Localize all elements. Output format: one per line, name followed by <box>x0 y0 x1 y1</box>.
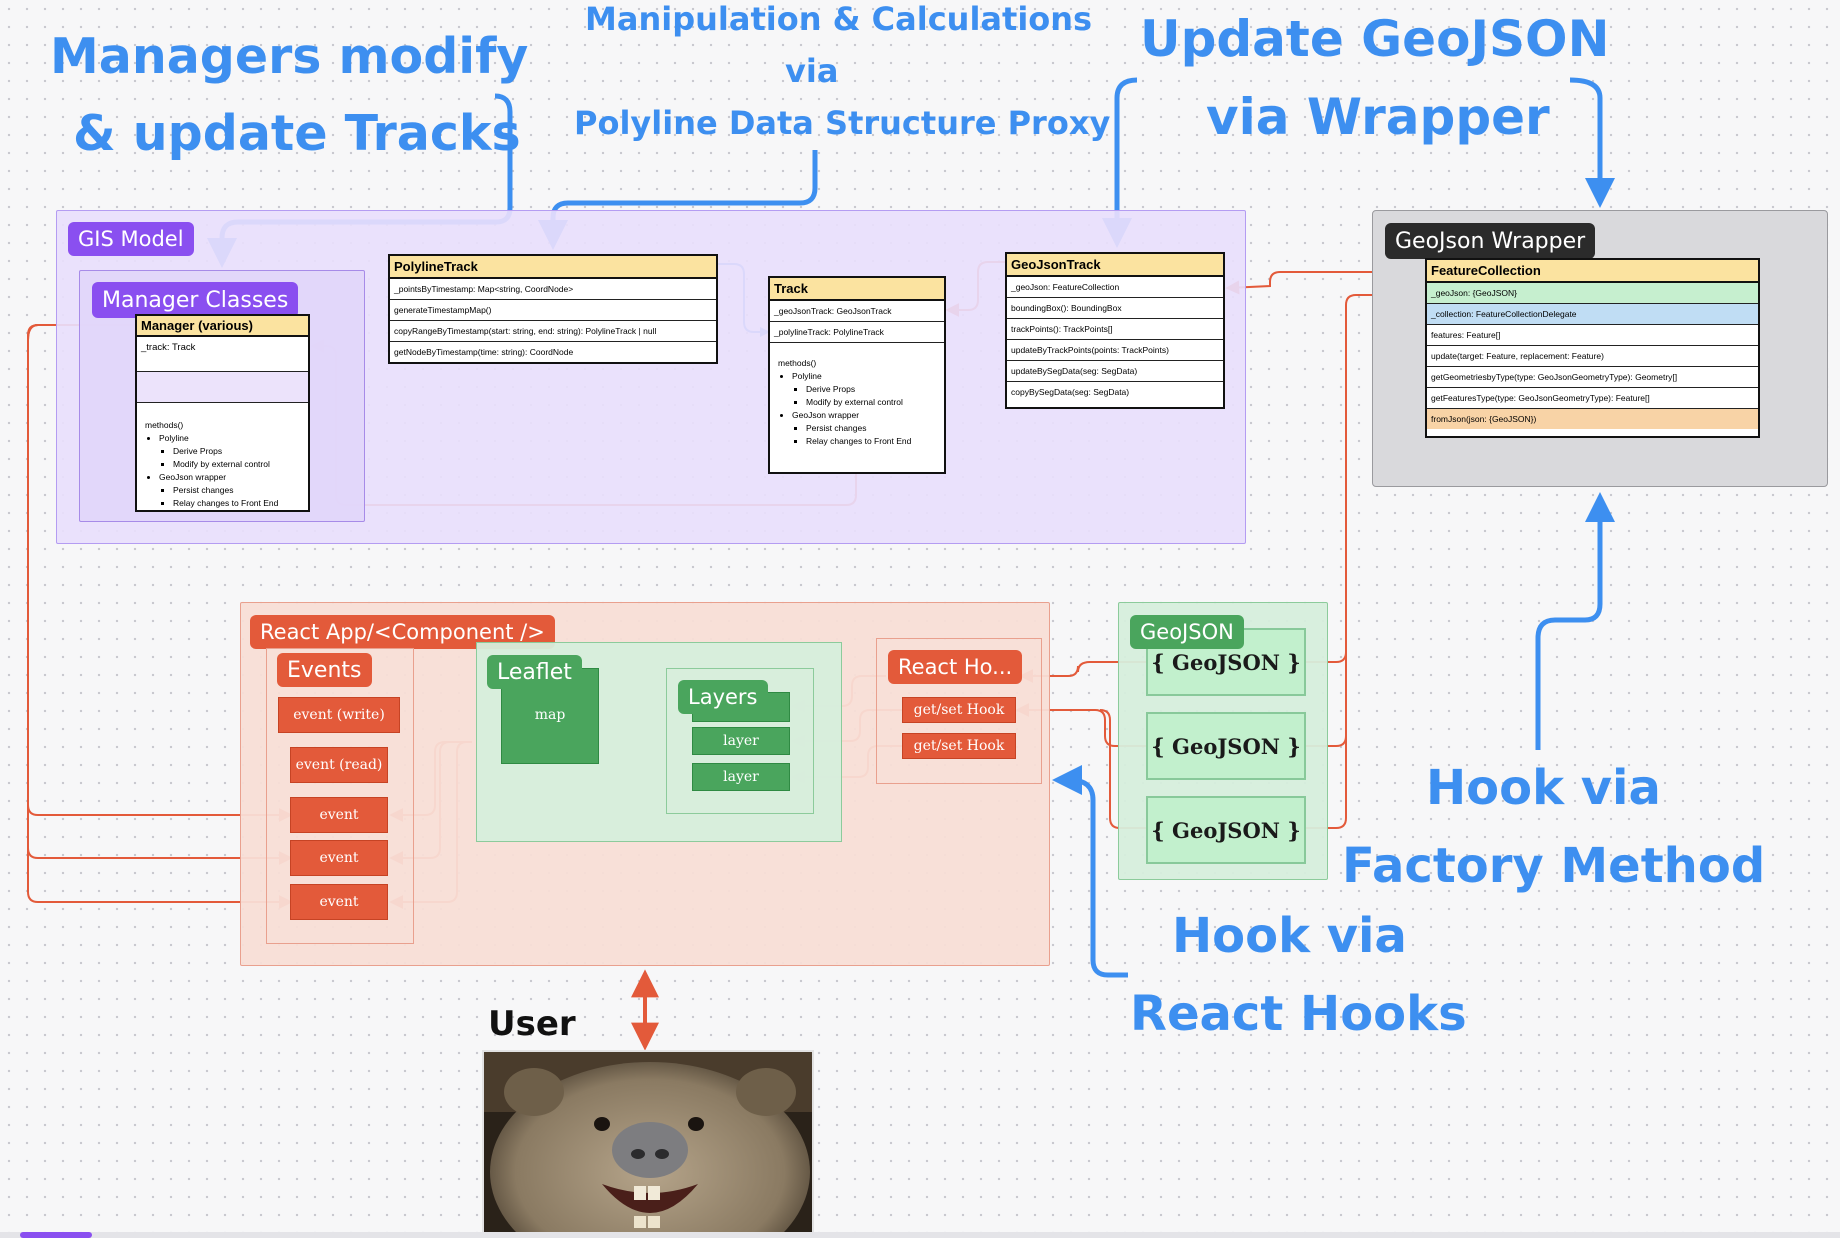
track-method-group: GeoJson wrapper Persist changes Relay ch… <box>792 409 936 448</box>
feature-collection-row: fromJson(json: {GeoJSON}) <box>1427 409 1758 429</box>
manager-classes-label: Manager Classes <box>92 282 299 318</box>
geojson-track-row: boundingBox(): BoundingBox <box>1007 298 1223 319</box>
layers-region <box>666 668 814 814</box>
geojson-track-title: GeoJsonTrack <box>1007 254 1223 277</box>
event-item[interactable]: event <box>290 884 388 920</box>
manager-method-polyline: Polyline <box>159 433 189 443</box>
track-method-item: Modify by external control <box>806 396 936 409</box>
leaflet-label: Leaflet <box>487 655 582 689</box>
manager-method-item: Derive Props <box>173 445 300 458</box>
track-class-box[interactable]: Track _geoJsonTrack: GeoJsonTrack _polyl… <box>768 276 946 474</box>
geojson-wrapper-label: GeoJson Wrapper <box>1385 223 1596 259</box>
user-label: User <box>488 1004 576 1044</box>
manager-method-group: GeoJson wrapper Persist changes Relay ch… <box>159 471 300 510</box>
manager-methods: methods() Polyline Derive Props Modify b… <box>137 403 308 510</box>
geojson-track-row: trackPoints(): TrackPoints[] <box>1007 319 1223 340</box>
layer-item[interactable]: layer <box>692 727 790 755</box>
polyline-track-row: generateTimestampMap() <box>390 300 716 321</box>
track-title: Track <box>770 278 944 301</box>
react-hooks-region <box>876 638 1042 784</box>
event-read[interactable]: event (read) <box>290 747 388 783</box>
events-label: Events <box>277 653 372 687</box>
manager-method-item: Persist changes <box>173 484 300 497</box>
react-hooks-label: React Ho... <box>888 650 1023 684</box>
annotation-hook-react-line1: Hook via <box>1172 908 1407 964</box>
gis-model-label: GIS Model <box>68 222 194 256</box>
manager-method-item: Modify by external control <box>173 458 300 471</box>
feature-collection-row: update(target: Feature, replacement: Fea… <box>1427 346 1758 367</box>
geojson-track-class-box[interactable]: GeoJsonTrack _geoJson: FeatureCollection… <box>1005 252 1225 409</box>
get-set-hook[interactable]: get/set Hook <box>902 697 1016 723</box>
polyline-track-title: PolylineTrack <box>390 256 716 279</box>
feature-collection-row: _collection: FeatureCollectionDelegate <box>1427 304 1758 325</box>
geojson-track-row: updateBySegData(seg: SegData) <box>1007 361 1223 382</box>
annotation-managers-line1: Managers modify <box>50 28 529 85</box>
polyline-track-class-box[interactable]: PolylineTrack _pointsByTimestamp: Map<st… <box>388 254 718 364</box>
feature-collection-row: _geoJson: {GeoJSON} <box>1427 283 1758 304</box>
track-method-item: Relay changes to Front End <box>806 435 936 448</box>
manager-method-geojson-wrapper: GeoJson wrapper <box>159 472 227 482</box>
annotation-manipulation-line2: via <box>785 52 839 90</box>
track-method-geojson-wrapper: GeoJson wrapper <box>792 410 860 420</box>
bottom-scroll-thumb[interactable] <box>20 1232 92 1238</box>
manager-field-track: _track: Track <box>137 337 308 372</box>
geojson-track-row: updateByTrackPoints(points: TrackPoints) <box>1007 340 1223 361</box>
polyline-track-row: copyRangeByTimestamp(start: string, end:… <box>390 321 716 342</box>
get-set-hook[interactable]: get/set Hook <box>902 733 1016 759</box>
track-method-item: Derive Props <box>806 383 936 396</box>
track-method-group: Polyline Derive Props Modify by external… <box>792 370 936 409</box>
manager-methods-heading: methods() <box>145 420 184 430</box>
event-write[interactable]: event (write) <box>278 697 400 733</box>
geojson-group-label: GeoJSON <box>1130 615 1244 649</box>
event-item[interactable]: event <box>290 797 388 833</box>
annotation-update-geojson-line2: via Wrapper <box>1206 88 1550 146</box>
polyline-track-row: _pointsByTimestamp: Map<string, CoordNod… <box>390 279 716 300</box>
track-method-polyline: Polyline <box>792 371 822 381</box>
manager-field-empty <box>137 372 308 403</box>
track-row: _polylineTrack: PolylineTrack <box>770 322 944 343</box>
feature-collection-title: FeatureCollection <box>1427 260 1758 283</box>
bottom-scroll-track <box>0 1232 1840 1238</box>
react-app-label: React App/<Component /> <box>250 615 555 649</box>
track-methods-heading: methods() <box>778 358 817 368</box>
events-region <box>266 648 414 944</box>
annotation-manipulation-line1: Manipulation & Calculations <box>585 0 1093 38</box>
manager-method-group: Polyline Derive Props Modify by external… <box>159 432 300 471</box>
manager-class-title: Manager (various) <box>137 316 308 337</box>
geojson-item[interactable]: { GeoJSON } <box>1146 712 1306 780</box>
annotation-hook-factory-line1: Hook via <box>1426 760 1661 816</box>
feature-collection-row: getGeometriesbyType(type: GeoJsonGeometr… <box>1427 367 1758 388</box>
annotation-update-geojson-line1: Update GeoJSON <box>1140 10 1610 68</box>
feature-collection-row: getFeaturesType(type: GeoJsonGeometryTyp… <box>1427 388 1758 409</box>
wombat-illustration <box>484 1052 812 1236</box>
annotation-managers-line2: & update Tracks <box>73 105 521 162</box>
geojson-track-row: copyBySegData(seg: SegData) <box>1011 387 1130 397</box>
layer-item[interactable]: layer <box>692 763 790 791</box>
manager-method-item: Relay changes to Front End <box>173 497 300 510</box>
track-method-item: Persist changes <box>806 422 936 435</box>
annotation-hook-react-line2: React Hooks <box>1130 986 1467 1042</box>
annotation-manipulation-line3: Polyline Data Structure Proxy <box>574 104 1111 142</box>
geojson-item[interactable]: { GeoJSON } <box>1146 796 1306 864</box>
feature-collection-row: features: Feature[] <box>1427 325 1758 346</box>
manager-class-box[interactable]: Manager (various) _track: Track methods(… <box>135 314 310 512</box>
track-row: _geoJsonTrack: GeoJsonTrack <box>770 301 944 322</box>
feature-collection-class-box[interactable]: FeatureCollection _geoJson: {GeoJSON} _c… <box>1425 258 1760 438</box>
event-item[interactable]: event <box>290 840 388 876</box>
geojson-track-row: _geoJson: FeatureCollection <box>1007 277 1223 298</box>
polyline-track-row: getNodeByTimestamp(time: string): CoordN… <box>394 347 574 357</box>
user-photo <box>482 1050 814 1238</box>
layers-label: Layers <box>678 680 768 714</box>
track-methods: methods() Polyline Derive Props Modify b… <box>770 343 944 456</box>
annotation-hook-factory-line2: Factory Method <box>1342 838 1766 894</box>
